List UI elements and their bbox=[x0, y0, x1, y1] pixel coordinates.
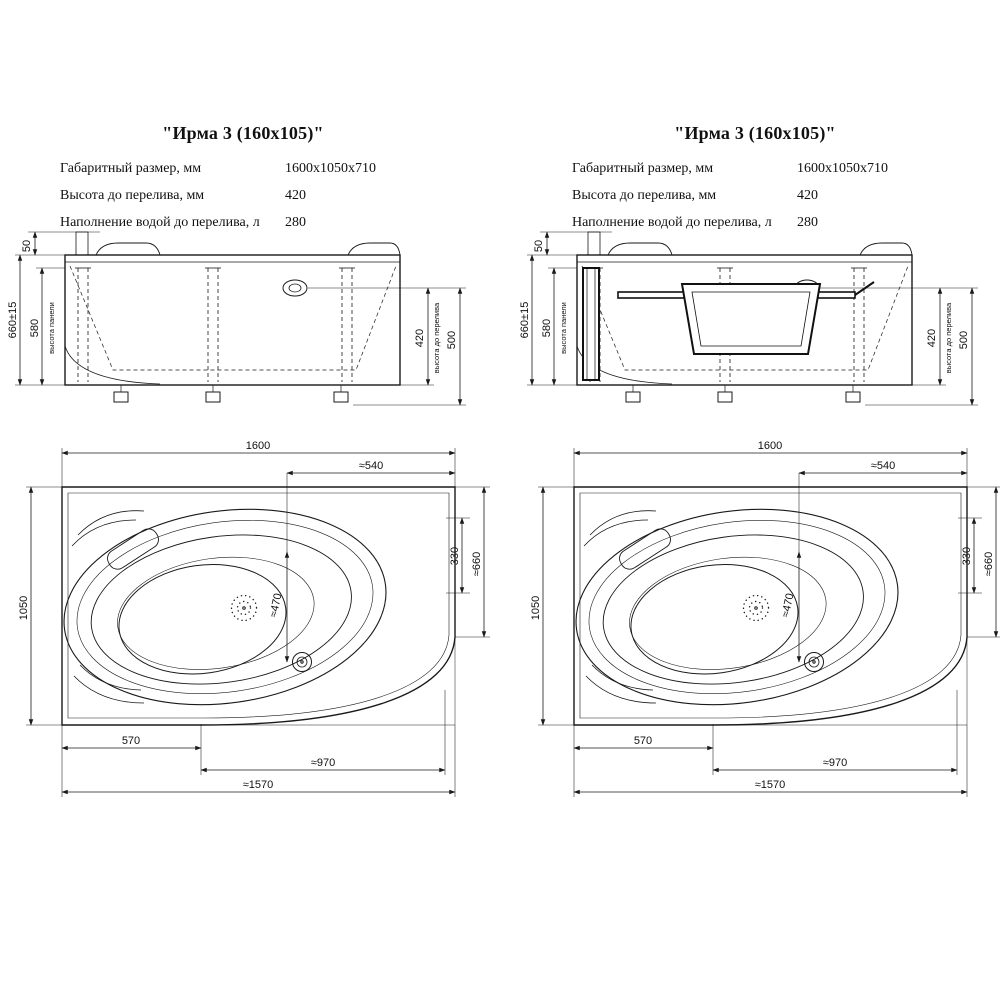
plan-view: 1600 ≈540 1050 330 ≈660 ≈470 570 ≈970 ≈1… bbox=[530, 440, 1000, 797]
tub-bowl bbox=[575, 508, 899, 706]
plan-extension-lines bbox=[26, 448, 490, 797]
feet bbox=[625, 385, 861, 403]
drawing-panel: "Ирма 3 (160x105)" Габаритный размер, мм… bbox=[7, 105, 490, 985]
label-overflow-height: высота до перелива bbox=[944, 302, 953, 373]
label-overflow-height: высота до перелива bbox=[432, 302, 441, 373]
dim-bowl-width-470: ≈470 bbox=[780, 592, 797, 618]
spec-label-size: Габаритный размер, мм bbox=[572, 160, 714, 176]
deck-arc bbox=[585, 675, 657, 704]
spec-value-volume: 280 bbox=[797, 214, 818, 230]
spec-row: Габаритный размер, мм 1600x1050x710 bbox=[60, 155, 470, 182]
dim-floor-overflow-500: 500 bbox=[446, 331, 458, 349]
spec-label-height: Высота до перелива, мм bbox=[60, 187, 205, 203]
deck-arc bbox=[79, 664, 142, 691]
tub-deck-edge bbox=[573, 486, 968, 726]
dim-back-right-540: ≈540 bbox=[871, 460, 895, 472]
tub-bowl-hidden-line bbox=[69, 265, 397, 371]
drain bbox=[804, 652, 824, 672]
dim-panel-height: 580 bbox=[29, 319, 41, 337]
dim-bottom-970: ≈970 bbox=[823, 757, 847, 769]
elevation-view: 50 660±15 580 высота панели 420 высота д… bbox=[7, 231, 466, 406]
mounting-frame bbox=[582, 267, 875, 381]
spec-value-size: 1600x1050x710 bbox=[285, 160, 376, 176]
dim-floor-overflow-500: 500 bbox=[958, 331, 970, 349]
spec-value-height: 420 bbox=[797, 187, 818, 203]
label-panel-height: высота панели bbox=[559, 302, 568, 354]
drawing-title: "Ирма 3 (160x105)" bbox=[162, 123, 324, 143]
label-panel-height: высота панели bbox=[47, 302, 56, 354]
dim-bottom-1570: ≈1570 bbox=[243, 779, 274, 791]
spec-value-volume: 280 bbox=[285, 214, 306, 230]
dim-deck-50: 50 bbox=[533, 240, 545, 252]
dim-total-height: 660±15 bbox=[7, 302, 19, 339]
deck-arc bbox=[583, 519, 649, 547]
spec-label-size: Габаритный размер, мм bbox=[60, 160, 202, 176]
spec-label-volume: Наполнение водой до перелива, л bbox=[60, 214, 260, 230]
plan-extension-lines bbox=[538, 448, 1000, 797]
drawing-title: "Ирма 3 (160x105)" bbox=[674, 123, 836, 143]
dim-panel-height: 580 bbox=[541, 319, 553, 337]
elevation-dimension-lines bbox=[17, 231, 463, 406]
elevation-view: 50 660±15 580 высота панели 420 высота д… bbox=[519, 231, 978, 406]
bathtub-plan-outline bbox=[61, 486, 456, 726]
deck-arc bbox=[77, 510, 145, 536]
spec-table: Габаритный размер, мм 1600x1050x710 Высо… bbox=[60, 155, 470, 236]
dim-side-330: 330 bbox=[449, 547, 461, 565]
deck-arc bbox=[73, 675, 145, 704]
apron-curve bbox=[576, 345, 673, 385]
jet-dots-area bbox=[118, 564, 287, 675]
spec-value-size: 1600x1050x710 bbox=[797, 160, 888, 176]
dim-total-height: 660±15 bbox=[519, 302, 531, 339]
dim-bottom-1570: ≈1570 bbox=[755, 779, 786, 791]
dim-deck-50: 50 bbox=[21, 240, 33, 252]
tub-bowl-hidden-line bbox=[581, 265, 909, 371]
dim-right-edge-660: ≈660 bbox=[983, 552, 995, 576]
dim-bottom-570: 570 bbox=[122, 735, 140, 747]
spec-row: Наполнение водой до перелива, л 280 bbox=[572, 209, 982, 236]
feet bbox=[113, 385, 349, 403]
dim-right-edge-660: ≈660 bbox=[471, 552, 483, 576]
spec-row: Наполнение водой до перелива, л 280 bbox=[60, 209, 470, 236]
headrest bbox=[619, 528, 671, 570]
dim-side-330: 330 bbox=[961, 547, 973, 565]
deck-arc bbox=[591, 664, 654, 691]
elevation-dimension-lines bbox=[529, 231, 975, 406]
dim-width-1050: 1050 bbox=[18, 596, 30, 620]
spec-row: Высота до перелива, мм 420 bbox=[60, 182, 470, 209]
plan-view: 1600 ≈540 1050 330 ≈660 ≈470 570 ≈970 ≈1… bbox=[18, 440, 490, 797]
drain bbox=[292, 652, 312, 672]
dim-length-1600: 1600 bbox=[246, 440, 270, 452]
headrest bbox=[107, 528, 159, 570]
spec-label-height: Высота до перелива, мм bbox=[572, 187, 717, 203]
dim-bowl-width-470: ≈470 bbox=[268, 592, 285, 618]
dim-back-right-540: ≈540 bbox=[359, 460, 383, 472]
dim-overflow-420: 420 bbox=[414, 329, 426, 347]
deck-arc bbox=[589, 510, 657, 536]
deck-arc bbox=[71, 519, 137, 547]
spec-table: Габаритный размер, мм 1600x1050x710 Высо… bbox=[572, 155, 982, 236]
apron-curve bbox=[64, 345, 161, 385]
plan-dimension-lines bbox=[28, 450, 487, 795]
plan-dimension-lines bbox=[540, 450, 999, 795]
overflow-hole bbox=[282, 279, 308, 297]
adjustable-legs bbox=[75, 267, 355, 382]
jet-dots-area bbox=[630, 564, 799, 675]
bathtub-plan-outline bbox=[573, 486, 968, 726]
dim-width-1050: 1050 bbox=[530, 596, 542, 620]
tub-bowl bbox=[63, 508, 387, 706]
whirl-jets bbox=[742, 594, 770, 622]
bathtub-front-outline bbox=[64, 231, 401, 403]
spec-row: Габаритный размер, мм 1600x1050x710 bbox=[572, 155, 982, 182]
dim-bottom-570: 570 bbox=[634, 735, 652, 747]
spec-row: Высота до перелива, мм 420 bbox=[572, 182, 982, 209]
dim-overflow-420: 420 bbox=[926, 329, 938, 347]
drawing-panel: "Ирма 3 (160x105)" Габаритный размер, мм… bbox=[519, 105, 1000, 985]
spec-label-volume: Наполнение водой до перелива, л bbox=[572, 214, 772, 230]
dim-bottom-970: ≈970 bbox=[311, 757, 335, 769]
tub-deck-edge bbox=[61, 486, 456, 726]
whirl-jets bbox=[230, 594, 258, 622]
elevation-extension-lines bbox=[15, 231, 466, 406]
spec-value-height: 420 bbox=[285, 187, 306, 203]
dim-length-1600: 1600 bbox=[758, 440, 782, 452]
